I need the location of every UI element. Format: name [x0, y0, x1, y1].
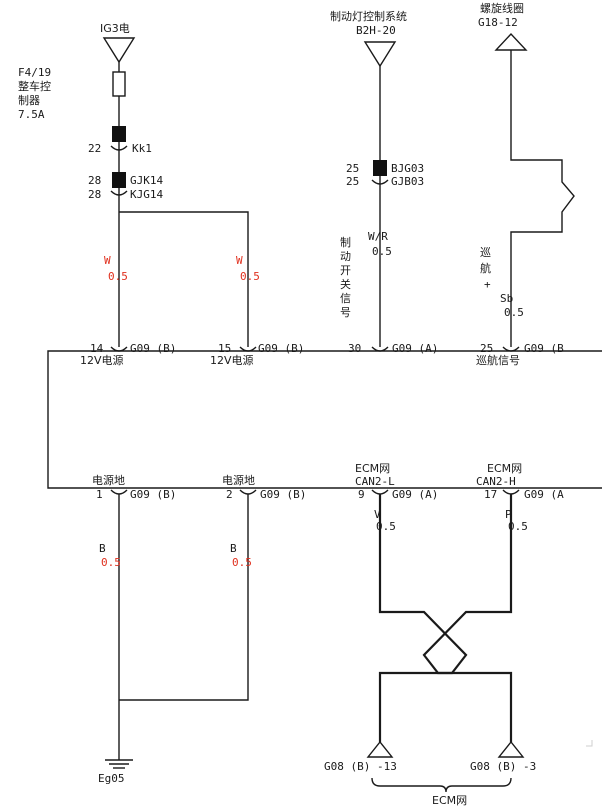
- brake-conn-pin-a: 25: [346, 162, 359, 175]
- pin25-conn: G09 (B: [524, 342, 564, 355]
- pin1-func: 电源地: [92, 473, 125, 487]
- can-h-connector-icon: [497, 740, 525, 758]
- can-h-wire-size: 0.5: [508, 520, 528, 533]
- conn1-name: Kk1: [132, 142, 152, 155]
- brake-system-code: B2H-20: [356, 24, 396, 37]
- wire-size-w2: 0.5: [240, 270, 260, 283]
- wire-color-w1: W: [104, 254, 111, 267]
- pin14-func: 12V电源: [80, 353, 124, 367]
- pin2-conn: G09 (B): [260, 488, 306, 501]
- brake-vlabel-4: 信: [340, 292, 351, 305]
- brake-connector-icon: [363, 41, 397, 68]
- brake-vlabel-1: 动: [340, 250, 351, 263]
- pin25-func: 巡航信号: [476, 353, 520, 367]
- coil-wire-color: Sb: [500, 292, 513, 305]
- brake-conn-name-b: GJB03: [391, 175, 424, 188]
- pin2-num: 2: [226, 488, 233, 501]
- gnd-wire-color-2: B: [230, 542, 237, 555]
- conn2-pin-a: 28: [88, 174, 101, 187]
- fuse-desc-1: 整车控: [18, 79, 51, 93]
- ecm-group-label: ECM网: [432, 794, 467, 806]
- pin2-func: 电源地: [222, 473, 255, 487]
- brake-conn-pin-b: 25: [346, 175, 359, 188]
- pin17-num: 17: [484, 488, 497, 501]
- power-source-connector-icon: [102, 37, 136, 64]
- wire-pin15: [119, 211, 249, 347]
- pin9-num: 9: [358, 488, 365, 501]
- pin14-num: 14: [90, 342, 104, 355]
- pin14-conn: G09 (B): [130, 342, 176, 355]
- can-h-wire: [422, 494, 513, 742]
- module-box: [47, 350, 602, 489]
- can-l-wire-color: V: [374, 508, 381, 521]
- ground-label: Eg05: [98, 772, 125, 785]
- wire-size-w1: 0.5: [108, 270, 128, 283]
- pin1-socket-icon: [110, 489, 128, 495]
- conn2-name-b: KJG14: [130, 188, 163, 201]
- brake-wire-size: 0.5: [372, 245, 392, 258]
- conn2-pin-b: 28: [88, 188, 101, 201]
- coil-title: 螺旋线圈: [480, 1, 524, 15]
- can-l-wire: [378, 494, 468, 742]
- coil-wire-size: 0.5: [504, 306, 524, 319]
- pin17-conn: G09 (A: [524, 488, 564, 501]
- coil-vlabel-0: 巡: [480, 246, 491, 259]
- gnd-wire-size-2: 0.5: [232, 556, 252, 569]
- power-source-label: IG3电: [100, 22, 130, 35]
- pin14-socket-icon: [110, 346, 128, 352]
- pin15-num: 15: [218, 342, 231, 355]
- fuse-icon: [112, 71, 126, 97]
- ecm-out-label-2: G08 (B) -3: [470, 760, 536, 773]
- ground-symbol-icon: [105, 759, 133, 769]
- pin9-func: CAN2-L: [355, 475, 395, 488]
- pin30-socket-icon: [371, 346, 389, 352]
- fuse-rating: 7.5A: [18, 108, 45, 121]
- pin25-socket-icon: [502, 346, 520, 352]
- brake-wire-color: W/R: [368, 230, 388, 243]
- conn1-pin: 22: [88, 142, 101, 155]
- brake-vlabel-0: 制: [340, 236, 351, 249]
- pin17-func: CAN2-H: [476, 475, 516, 488]
- coil-connector-icon: [494, 32, 528, 51]
- wire-color-w2: W: [236, 254, 243, 267]
- fuse-id: F4/19: [18, 66, 51, 79]
- brake-vlabel-5: 号: [340, 306, 351, 319]
- pin2-socket-icon: [239, 489, 257, 495]
- pin30-conn: G09 (A): [392, 342, 438, 355]
- gnd-wire-color-1: B: [99, 542, 106, 555]
- pin17-socket-icon: [502, 489, 520, 495]
- pin15-conn: G09 (B): [258, 342, 304, 355]
- conn2-name-a: GJK14: [130, 174, 163, 187]
- can-l-connector-icon: [366, 740, 394, 758]
- coil-wire: [510, 50, 575, 347]
- pin1-num: 1: [96, 488, 103, 501]
- brake-system-title: 制动灯控制系统: [330, 9, 407, 23]
- pin30-num: 30: [348, 342, 361, 355]
- brake-conn-name-a: BJG03: [391, 162, 424, 175]
- gnd-wire-size-1: 0.5: [101, 556, 121, 569]
- pin9-net: ECM网: [355, 462, 390, 475]
- pin25-num: 25: [480, 342, 493, 355]
- connector-block-icon: [112, 172, 126, 188]
- coil-code: G18-12: [478, 16, 518, 29]
- ecm-out-label-1: G08 (B) -13: [324, 760, 397, 773]
- coil-vlabel-2: +: [484, 278, 491, 291]
- ground-wire-2: [119, 494, 249, 701]
- fuse-desc-2: 制器: [18, 94, 40, 107]
- pin9-conn: G09 (A): [392, 488, 438, 501]
- brake-vlabel-2: 开: [340, 264, 351, 277]
- ecm-group-brace: [371, 777, 512, 793]
- coil-vlabel-1: 航: [480, 261, 491, 275]
- brake-vlabel-3: 关: [340, 277, 351, 291]
- pin15-socket-icon: [239, 346, 257, 352]
- pin1-conn: G09 (B): [130, 488, 176, 501]
- connector-block-icon: [373, 160, 387, 176]
- pin9-socket-icon: [371, 489, 389, 495]
- pin15-func: 12V电源: [210, 353, 254, 367]
- pin17-net: ECM网: [487, 462, 522, 475]
- corner-mark: [586, 740, 593, 747]
- can-h-wire-color: P: [505, 508, 512, 521]
- connector-block-icon: [112, 126, 126, 142]
